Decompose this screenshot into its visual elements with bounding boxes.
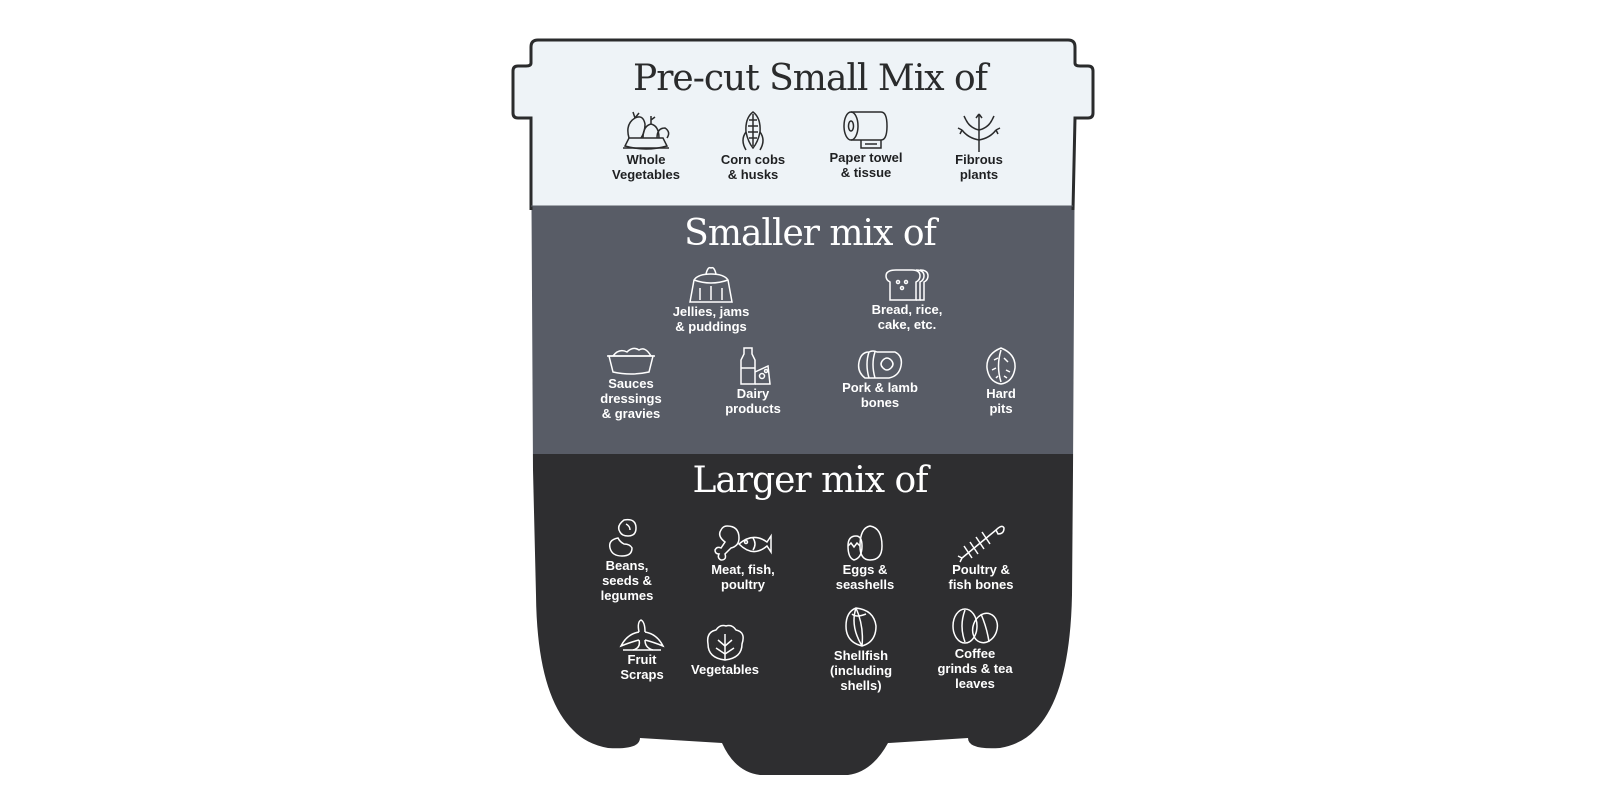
meat-bone-icon (857, 350, 903, 379)
item-label: Meat, fish, poultry (711, 562, 775, 592)
item-label: Pork & lamb bones (842, 380, 918, 410)
item-eggs: Eggs & seashells (790, 522, 940, 592)
coffee-beans-icon (952, 608, 999, 644)
item-label: Whole Vegetables (612, 152, 680, 182)
item-fish-bones: Poultry & fish bones (906, 522, 1056, 592)
bread-loaf-icon (885, 269, 929, 301)
item-label: Sauces dressings & gravies (600, 376, 662, 421)
item-label: Dairy products (725, 386, 781, 416)
shellfish-icon (845, 607, 877, 647)
item-corn-cobs: Corn cobs & husks (678, 110, 828, 182)
item-paper-towel: Paper towel & tissue (791, 110, 941, 180)
item-jellies: Jellies, jams & puddings (636, 266, 786, 334)
item-label: Hard pits (986, 386, 1016, 416)
item-label: Fruit Scraps (620, 652, 664, 682)
fruit-pit-icon (986, 347, 1016, 385)
item-label: Eggs & seashells (835, 562, 895, 592)
paper-towel-roll-icon (843, 111, 888, 149)
item-label: Corn cobs & husks (720, 152, 786, 182)
section-title-pre-cut: Pre-cut Small Mix of (632, 58, 988, 99)
item-bread: Bread, rice, cake, etc. (832, 268, 982, 332)
item-dairy: Dairy products (678, 346, 828, 416)
section-title-larger: Larger mix of (692, 460, 929, 501)
item-shellfish: Shellfish (including shells) (786, 606, 936, 693)
drumstick-fish-icon (714, 525, 772, 561)
dairy-bottle-cheese-icon (740, 347, 771, 385)
banana-peel-icon (619, 619, 665, 651)
item-whole-vegetables: Whole Vegetables (571, 110, 721, 182)
jelly-pudding-icon (689, 266, 733, 303)
sauce-dish-icon (607, 347, 655, 375)
section-title-smaller: Smaller mix of (684, 213, 937, 254)
item-beans: Beans, seeds & legumes (552, 518, 702, 603)
item-pork-lamb-bones: Pork & lamb bones (805, 348, 955, 410)
fish-bone-icon (957, 525, 1005, 563)
fibrous-plant-icon (957, 113, 1001, 152)
item-label: Vegetables (691, 662, 759, 677)
eggs-icon (847, 525, 883, 561)
item-fibrous-plants: Fibrous plants (904, 110, 1054, 182)
leafy-vegetable-icon (706, 624, 744, 661)
item-label: Shellfish (including shells) (829, 648, 893, 693)
vegetables-basket-icon (623, 111, 670, 150)
item-meat-fish-poultry: Meat, fish, poultry (668, 524, 818, 592)
item-hard-pits: Hard pits (926, 346, 1076, 416)
item-label: Coffee grinds & tea leaves (937, 646, 1013, 691)
item-label: Jellies, jams & puddings (672, 304, 750, 334)
item-vegetables: Vegetables (650, 622, 800, 677)
item-label: Fibrous plants (955, 152, 1003, 182)
item-sauces: Sauces dressings & gravies (556, 344, 706, 421)
item-fruit-scraps: Fruit Scraps (567, 618, 717, 682)
item-label: Paper towel & tissue (829, 150, 903, 180)
beans-icon (608, 518, 637, 557)
item-label: Beans, seeds & legumes (600, 558, 654, 603)
corn-cob-icon (742, 111, 764, 151)
item-coffee-tea: Coffee grinds & tea leaves (900, 606, 1050, 691)
item-label: Poultry & fish bones (948, 562, 1014, 592)
item-label: Bread, rice, cake, etc. (871, 302, 943, 332)
